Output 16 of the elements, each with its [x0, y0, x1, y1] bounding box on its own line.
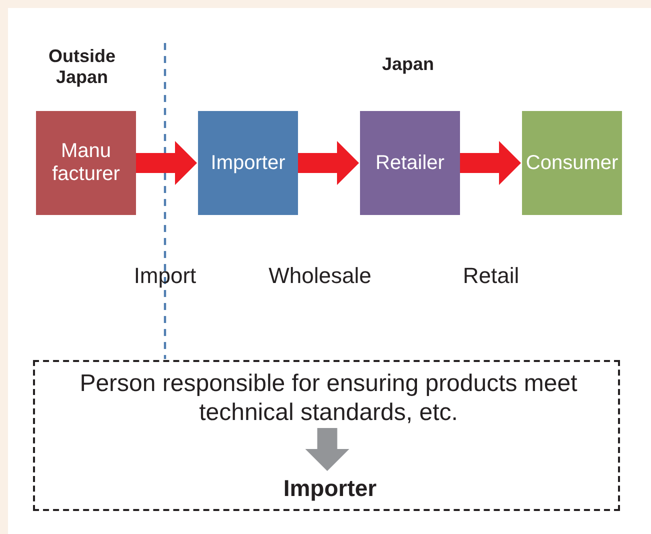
result-text: Importer	[275, 474, 385, 504]
heading-text: Outside Japan	[47, 46, 116, 88]
process-box: Manu facturer	[36, 111, 136, 215]
arrow	[298, 141, 359, 185]
description-text: Person responsible for ensuring products meet technical standards, etc.	[45, 370, 612, 428]
arrow	[305, 428, 350, 471]
stage-label: Retail	[462, 263, 520, 288]
process-box: Retailer	[360, 111, 460, 215]
dashed-frame	[33, 360, 620, 511]
heading-text: Japan	[380, 54, 436, 75]
stage-label: Import	[132, 263, 198, 288]
arrow	[460, 141, 521, 185]
arrow	[136, 141, 197, 185]
process-box: Importer	[198, 111, 298, 215]
stage-label: Wholesale	[268, 263, 372, 288]
process-box: Consumer	[522, 111, 622, 215]
